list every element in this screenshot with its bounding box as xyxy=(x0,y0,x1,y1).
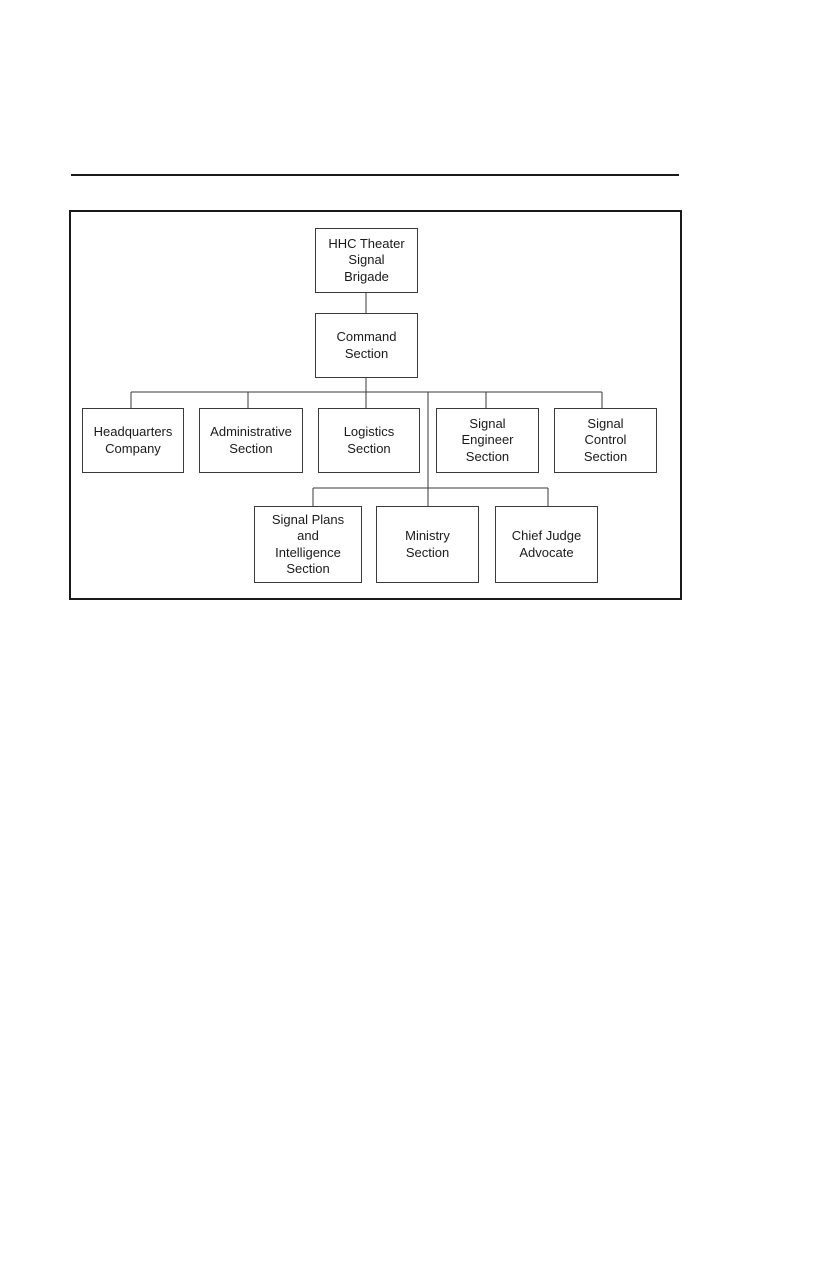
node-headquarters-company: Headquarters Company xyxy=(82,408,184,473)
node-hhc-theater-signal-brigade: HHC Theater Signal Brigade xyxy=(315,228,418,293)
node-ministry-section: Ministry Section xyxy=(376,506,479,583)
node-command-section: Command Section xyxy=(315,313,418,378)
node-logistics-section: Logistics Section xyxy=(318,408,420,473)
node-signal-engineer-section: Signal Engineer Section xyxy=(436,408,539,473)
header-rule xyxy=(71,174,679,176)
node-signal-control-section: Signal Control Section xyxy=(554,408,657,473)
node-chief-judge-advocate: Chief Judge Advocate xyxy=(495,506,598,583)
figure-frame xyxy=(69,210,682,600)
node-signal-plans-intelligence-section: Signal Plans and Intelligence Section xyxy=(254,506,362,583)
node-administrative-section: Administrative Section xyxy=(199,408,303,473)
